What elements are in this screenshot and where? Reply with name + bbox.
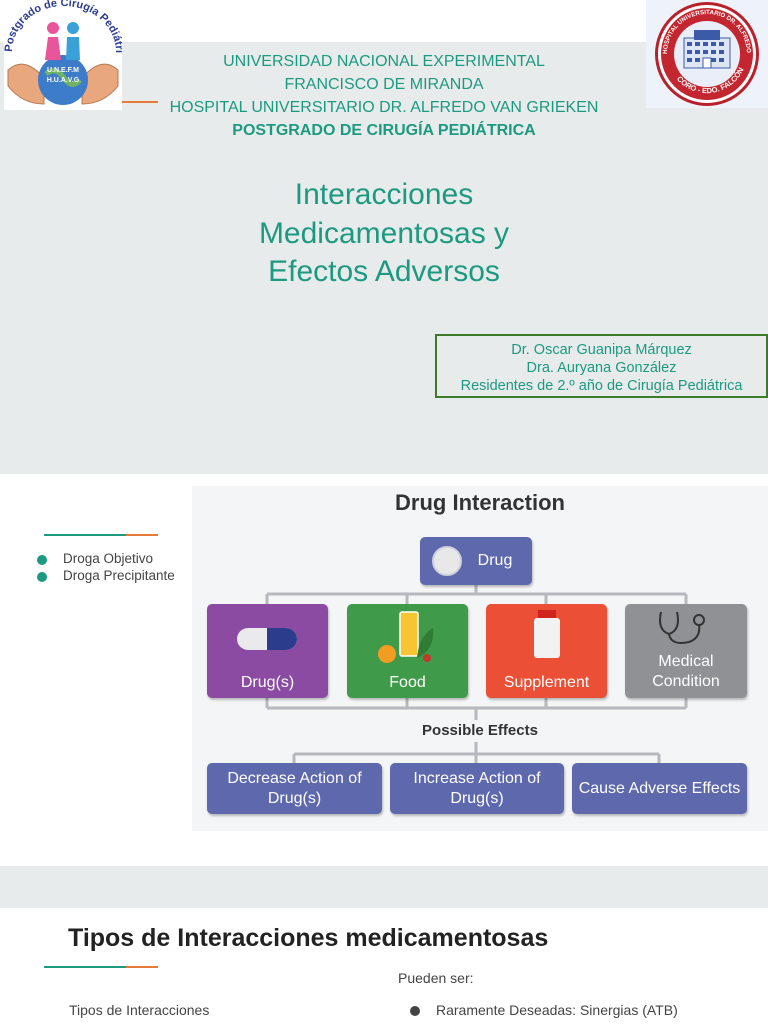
effect-decrease: Decrease Action of Drug(s) <box>207 763 382 814</box>
bullet-dot-icon <box>37 571 47 582</box>
pueden-ser-label: Pueden ser: <box>398 970 474 986</box>
diagram-title: Drug Interaction <box>395 490 565 515</box>
authors-box: Dr. Oscar Guanipa Márquez Dra. Auryana G… <box>435 334 768 398</box>
postgrado-logo: Postgrado de Cirugía Pediátrica U.N.E.F.… <box>4 0 122 110</box>
drug-node: Drug <box>420 537 532 585</box>
category-label: Food <box>389 674 426 691</box>
slide-title: Tipos de Interacciones medicamentosas <box>68 924 549 952</box>
title-slide: Postgrado de Cirugía Pediátrica U.N.E.F.… <box>0 0 768 474</box>
title-line-2: Medicamentosas y <box>258 216 510 250</box>
drug-node-label: Drug <box>477 552 513 569</box>
slide-gap <box>0 866 768 908</box>
category-food: Food <box>347 604 468 698</box>
author-1: Dr. Oscar Guanipa Márquez <box>511 342 692 358</box>
category-label: Drug(s) <box>240 674 295 691</box>
logo-line2: H.U.A.V.G <box>47 77 80 84</box>
food-icon <box>378 611 434 663</box>
types-label: Tipos de Interacciones <box>69 1002 210 1018</box>
presentation-title: Interacciones Medicamentosas y Efectos A… <box>184 176 584 292</box>
title-line-3: Efectos Adversos <box>268 255 500 288</box>
category-label: Supplement <box>503 674 590 691</box>
bullet-text: Droga Precipitante <box>63 567 175 583</box>
logo-line1: U.N.E.F.M <box>47 67 79 74</box>
drug-interaction-diagram: Drug Interaction Drug Drug(s) <box>192 486 768 831</box>
bullet-dot-icon <box>410 1006 420 1016</box>
capsule-icon <box>237 628 297 650</box>
bullet-dot-icon <box>37 555 47 565</box>
effect-label: Increase Action of Drug(s) <box>413 769 541 807</box>
title-line-1: Interacciones <box>294 178 474 211</box>
accent-divider <box>122 101 158 103</box>
bullet-text: Droga Objetivo <box>63 551 154 566</box>
interaction-types-slide: Tipos de Interacciones medicamentosas Pu… <box>0 908 768 1024</box>
header-postgraduate: POSTGRADO DE CIRUGÍA PEDIÁTRICA <box>232 122 536 139</box>
top-band <box>0 0 768 42</box>
effect-label: Cause Adverse Effects <box>578 779 741 797</box>
author-2: Dra. Auryana González <box>526 360 677 376</box>
supplement-bottle-icon <box>534 610 560 658</box>
bullet-text: Raramente Deseadas: Sinergias (ATB) <box>436 1002 678 1018</box>
pill-icon <box>432 546 462 576</box>
drug-interaction-slide: Droga Objetivo Droga Precipitante <box>0 474 768 866</box>
effect-adverse: Cause Adverse Effects <box>572 763 747 814</box>
accent-divider <box>44 534 158 536</box>
header-hospital: HOSPITAL UNIVERSITARIO DR. ALFREDO VAN G… <box>169 99 599 116</box>
hospital-seal-logo: HOSPITAL UNIVERSITARIO DR. ALFREDO VAN G… <box>646 0 768 108</box>
institution-header: UNIVERSIDAD NACIONAL EXPERIMENTAL FRANCI… <box>130 50 638 142</box>
list-item: Droga Objetivo <box>36 551 186 568</box>
possible-effects-label: Possible Effects <box>422 722 538 739</box>
postgrado-logo-graphic: Postgrado de Cirugía Pediátrica U.N.E.F.… <box>4 0 122 105</box>
hospital-seal-graphic: HOSPITAL UNIVERSITARIO DR. ALFREDO VAN G… <box>646 0 759 106</box>
list-item: Droga Precipitante <box>36 568 186 585</box>
list-item: Raramente Deseadas: Sinergias (ATB) <box>410 1002 678 1018</box>
category-label: Medical Condition <box>652 653 720 690</box>
category-drugs: Drug(s) <box>207 604 328 698</box>
accent-divider <box>44 966 158 968</box>
authors-role: Residentes de 2.º año de Cirugía Pediátr… <box>460 378 743 394</box>
effect-label: Decrease Action of Drug(s) <box>227 769 362 807</box>
bullet-list: Droga Objetivo Droga Precipitante <box>36 551 186 584</box>
effect-increase: Increase Action of Drug(s) <box>390 763 564 814</box>
logo-arc-text: Postgrado de Cirugía Pediátrica <box>4 0 122 53</box>
category-supplement: Supplement <box>486 604 607 698</box>
header-university-name: FRANCISCO DE MIRANDA <box>284 76 484 93</box>
category-medical-condition: Medical Condition <box>625 604 747 698</box>
diagram-connectors <box>265 585 688 763</box>
header-university: UNIVERSIDAD NACIONAL EXPERIMENTAL <box>223 53 545 70</box>
svg-text:Postgrado de Cirugía Pediátric: Postgrado de Cirugía Pediátrica <box>4 0 122 53</box>
stethoscope-icon <box>659 611 705 644</box>
